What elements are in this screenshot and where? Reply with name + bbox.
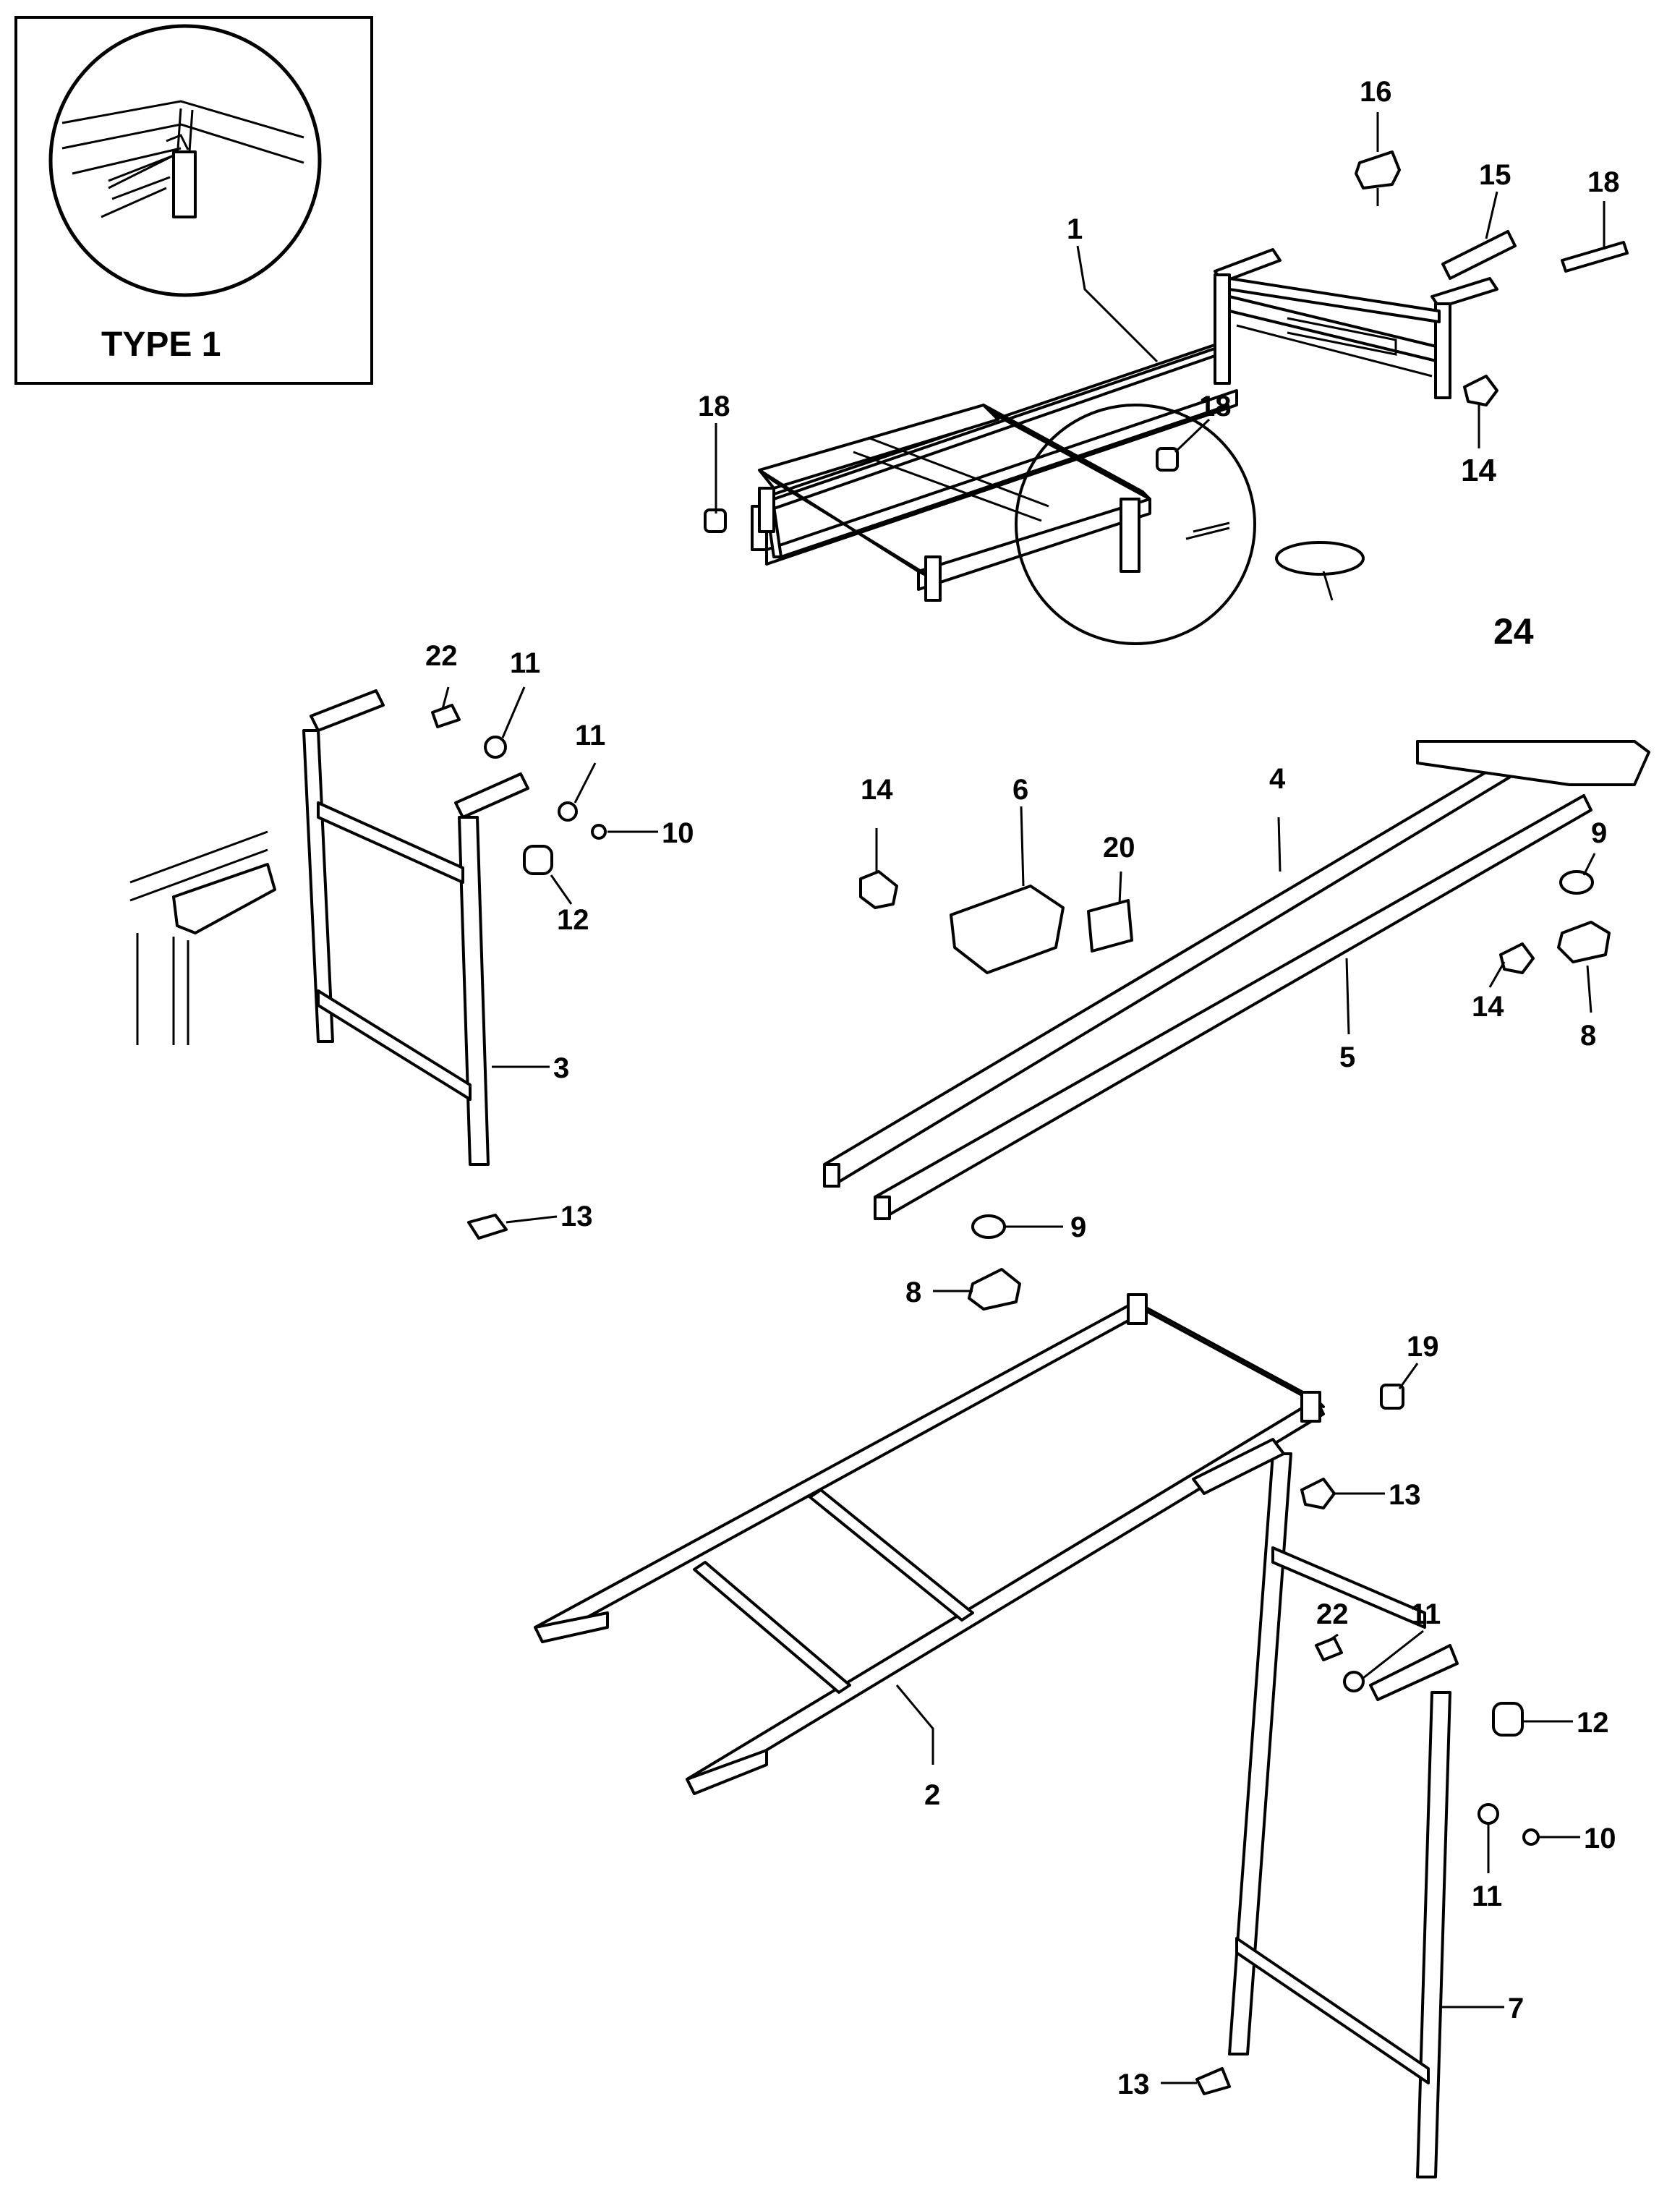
part-18-cap	[1156, 447, 1179, 472]
callout-4: 4	[1269, 763, 1286, 795]
part-11-washer	[1478, 1803, 1499, 1825]
part-8-clamp	[1557, 921, 1611, 963]
part-16-pin	[1441, 230, 1517, 280]
callout-12: 12	[557, 904, 589, 936]
part-10-nut	[591, 824, 607, 840]
callout-16: 15	[1479, 159, 1511, 191]
part-22-screw	[431, 704, 461, 728]
part-17-knob	[1355, 150, 1401, 189]
part-19-strip	[1561, 241, 1629, 273]
part-8-clamp	[968, 1268, 1021, 1311]
callout-9: 9	[1070, 1211, 1086, 1243]
part-3-left-leg	[129, 689, 529, 1166]
callout-9: 9	[1591, 817, 1607, 849]
part-11-washer	[484, 736, 507, 759]
inset-label: TYPE 1	[101, 325, 221, 364]
part-9-washer	[1559, 870, 1594, 895]
part-18-cap	[1380, 1384, 1404, 1410]
part-13-foot	[1195, 2067, 1231, 2095]
callout-22: 22	[1316, 1598, 1349, 1630]
callout-7: 7	[1508, 1993, 1524, 2024]
part-11-washer	[558, 801, 578, 822]
callout-3: 3	[553, 1052, 569, 1084]
callout-20: 20	[1103, 832, 1135, 864]
part-15-star-knob	[859, 870, 898, 909]
hardware-parts	[431, 150, 1629, 2095]
callout-8: 8	[1580, 1020, 1596, 1052]
callout-14: 14	[1472, 991, 1504, 1023]
callout-10: 10	[1584, 1823, 1616, 1854]
inset-type-1: TYPE 1	[14, 16, 373, 385]
callout-11: 11	[1472, 1880, 1502, 1912]
callout-18: 19	[1407, 1331, 1439, 1363]
part-9-washer	[971, 1214, 1006, 1239]
callout-15: 14	[861, 774, 893, 806]
callout-22: 22	[425, 640, 458, 672]
part-12-bushing	[1492, 1702, 1524, 1737]
callout-labels: 16 15 18 1 18 18 14 24 22 11 11 10 12 3 …	[425, 76, 1620, 2100]
callout-1: 1	[1067, 213, 1083, 245]
callout-8: 8	[905, 1277, 921, 1308]
parts-4-5-rails	[823, 740, 1650, 1220]
part-1-top-frame	[751, 248, 1498, 645]
callout-5: 5	[1339, 1041, 1355, 1073]
callout-11: 11	[1410, 1598, 1441, 1630]
callout-6: 6	[1012, 774, 1028, 806]
part-10-nut	[1522, 1828, 1540, 1846]
part-20-wedge	[1087, 899, 1133, 953]
callout-12: 12	[1577, 1707, 1609, 1739]
callout-19: 18	[1587, 166, 1620, 198]
part-11-washer	[1343, 1671, 1365, 1692]
callout-13: 13	[560, 1201, 593, 1232]
part-12-bushing	[523, 845, 553, 875]
part-2-bottom-frame	[534, 1293, 1325, 1795]
part-24-disc	[1275, 541, 1365, 576]
callout-14: 13	[1389, 1479, 1421, 1511]
part-14-knob	[1499, 942, 1535, 974]
callout-2: 2	[924, 1779, 940, 1811]
part-7-right-leg	[1192, 1438, 1459, 2178]
callout-14: 14	[1461, 453, 1496, 488]
callout-11: 11	[510, 647, 540, 679]
leader-lines	[441, 112, 1606, 2084]
part-14-knob	[1300, 1478, 1336, 1509]
callout-18: 18	[1199, 391, 1232, 422]
part-6-block	[950, 885, 1065, 974]
callout-17: 16	[1360, 76, 1392, 108]
callout-11: 11	[575, 720, 605, 751]
callout-13: 13	[1117, 2069, 1150, 2100]
part-13-foot	[467, 1214, 508, 1240]
callout-24: 24	[1493, 611, 1534, 652]
part-14-knob	[1463, 375, 1498, 406]
callout-18: 18	[698, 391, 730, 422]
callout-10: 10	[662, 817, 694, 849]
